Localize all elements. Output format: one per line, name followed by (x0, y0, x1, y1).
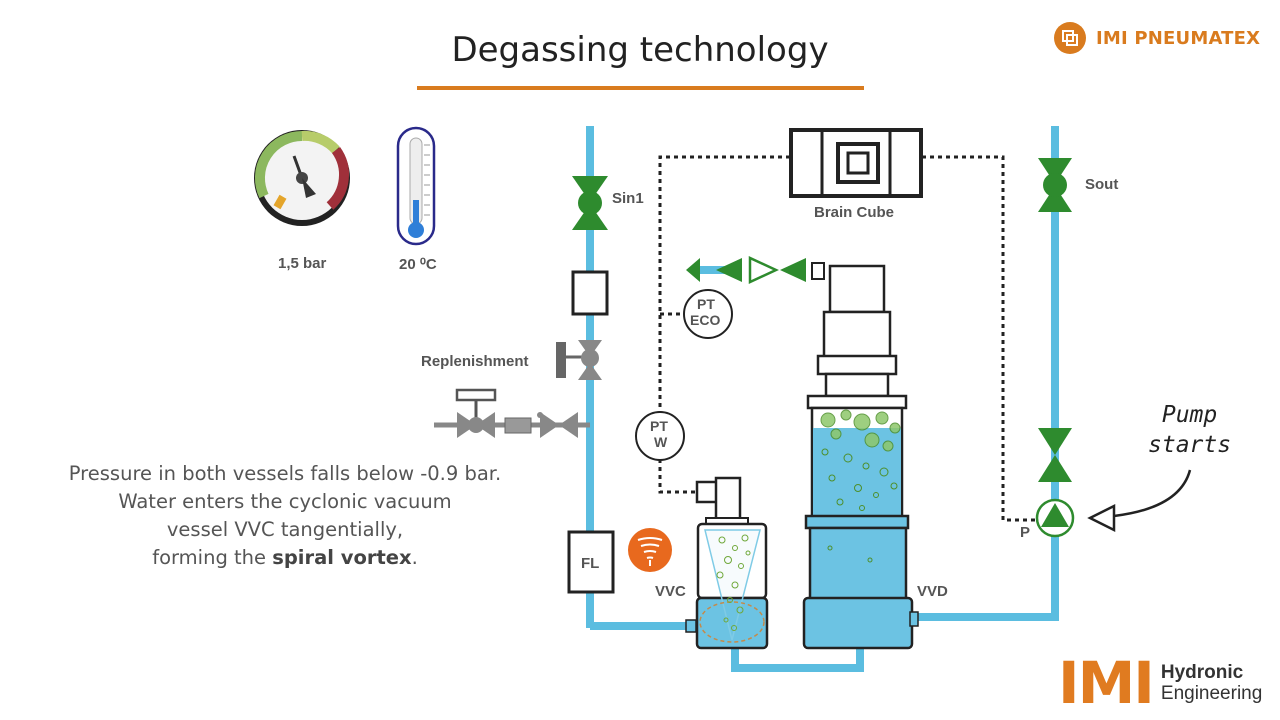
pump-arrow (1087, 469, 1192, 533)
brain-cube-label: Brain Cube (814, 204, 895, 221)
desc-line-4-suffix: . (411, 546, 418, 569)
brand-logo: IMI PNEUMATEX (1054, 22, 1260, 54)
step-description: Pressure in both vessels falls below -0.… (20, 460, 550, 572)
thermometer (396, 126, 436, 246)
fl-label: FL (581, 555, 600, 572)
sout-label: Sout (1085, 176, 1119, 193)
eco-valve-set (686, 256, 825, 284)
imi-logo-subtitle: Hydronic Engineering (1161, 662, 1262, 704)
pt-eco-label-1: PT (697, 296, 715, 312)
vvc-vessel[interactable] (685, 476, 769, 650)
desc-line-1: Pressure in both vessels falls below -0.… (68, 462, 502, 485)
valve-sout[interactable] (1038, 158, 1072, 212)
strainer-box (571, 270, 609, 316)
pump-p[interactable] (1035, 498, 1075, 538)
vvd-label: VVD (917, 583, 948, 600)
brand-icon (1054, 22, 1086, 54)
sin1-label: Sin1 (612, 190, 644, 207)
pump-note-line-2: starts (1148, 432, 1232, 458)
makeup-line (434, 388, 590, 438)
title-underline (417, 86, 864, 90)
desc-line-2: Water enters the cyclonic vacuum (118, 490, 452, 513)
imi-hydronic-logo: IMI Hydronic Engineering (1058, 654, 1262, 712)
brain-cube[interactable] (789, 128, 923, 198)
vvc-label: VVC (655, 583, 686, 600)
desc-line-4: forming the spiral vortex. (20, 544, 550, 572)
replenishment-valve[interactable] (556, 340, 602, 380)
pt-w-sensor[interactable] (635, 411, 685, 461)
imi-logo-line-1: Hydronic (1160, 662, 1244, 683)
gauge-reading: 1,5 bar (278, 255, 327, 272)
pt-w-label-2: W (654, 434, 668, 450)
brand-name: IMI PNEUMATEX (1096, 27, 1261, 49)
flow-meter-fl (567, 530, 615, 594)
pump-note-line-1: Pump (1161, 402, 1218, 428)
desc-highlight: spiral vortex (272, 546, 412, 569)
pt-eco-label-2: ECO (690, 312, 721, 328)
pressure-gauge (254, 130, 350, 226)
imi-logo-line-2: Engineering (1160, 683, 1263, 704)
pt-w-label-1: PT (650, 418, 668, 434)
valve-pump-inlet[interactable] (1038, 428, 1072, 482)
pump-label: P (1020, 524, 1031, 541)
desc-line-4-prefix: forming the (152, 546, 273, 569)
page-title: Degassing technology (451, 30, 829, 70)
imi-logo-text: IMI (1058, 649, 1155, 717)
vvd-vessel[interactable] (802, 264, 919, 650)
pt-eco-sensor[interactable] (683, 289, 733, 339)
desc-line-3: vessel VVC tangentially, (166, 518, 404, 541)
pump-note: Pump starts (1148, 400, 1231, 460)
vortex-icon (628, 528, 672, 572)
signal-lines (658, 155, 1036, 522)
valve-sin1[interactable] (572, 176, 608, 230)
replenishment-label: Replenishment (421, 353, 529, 370)
temperature-reading: 20 ⁰C (399, 256, 437, 273)
